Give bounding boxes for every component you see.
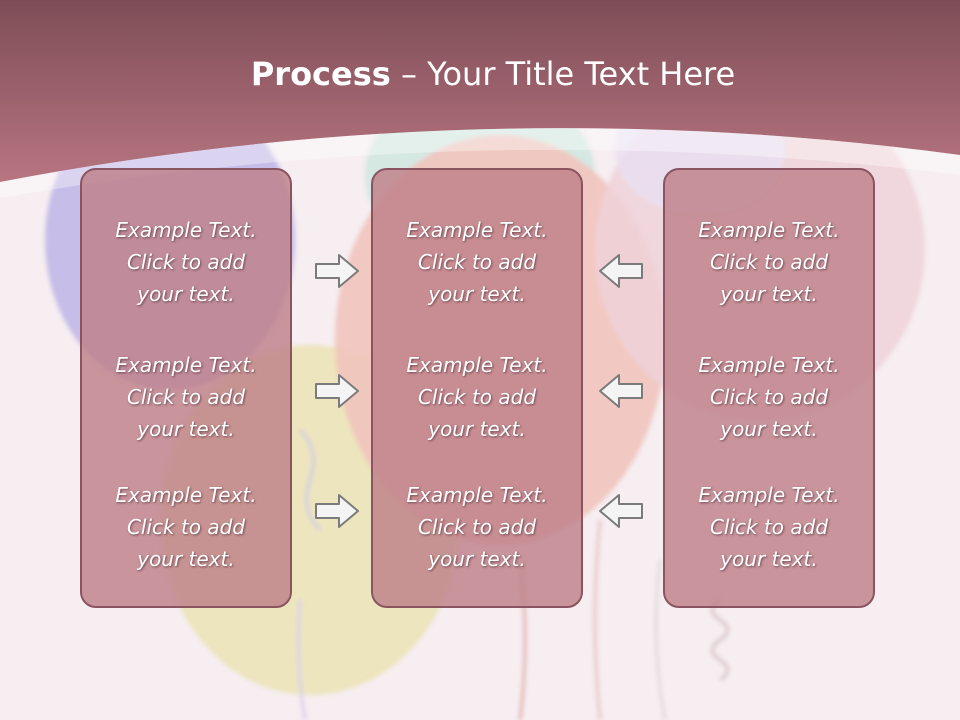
item-line: your text.	[720, 547, 818, 571]
item-line: Example Text.	[698, 483, 840, 507]
item-line: your text.	[428, 547, 526, 571]
item-line: Example Text.	[406, 483, 548, 507]
arrow-right-icon[interactable]	[313, 491, 361, 531]
item-line: Click to add	[417, 385, 537, 409]
item-line: your text.	[137, 547, 235, 571]
text-item[interactable]: Example Text. Click to add your text.	[82, 349, 290, 445]
item-line: Click to add	[126, 385, 246, 409]
text-item[interactable]: Example Text. Click to add your text.	[373, 479, 581, 575]
slide-title[interactable]: Process – Your Title Text Here	[0, 52, 960, 96]
item-line: Click to add	[709, 515, 829, 539]
header-band	[0, 0, 960, 182]
item-line: Click to add	[417, 250, 537, 274]
item-line: Example Text.	[115, 483, 257, 507]
text-item[interactable]: Example Text. Click to add your text.	[665, 349, 873, 445]
item-line: Click to add	[709, 250, 829, 274]
item-line: Example Text.	[115, 218, 257, 242]
text-item[interactable]: Example Text. Click to add your text.	[373, 349, 581, 445]
item-line: your text.	[720, 417, 818, 441]
text-item[interactable]: Example Text. Click to add your text.	[82, 479, 290, 575]
item-line: Example Text.	[115, 353, 257, 377]
item-line: your text.	[428, 417, 526, 441]
item-line: your text.	[137, 417, 235, 441]
item-line: your text.	[428, 282, 526, 306]
text-item[interactable]: Example Text. Click to add your text.	[665, 479, 873, 575]
process-column-3[interactable]: Example Text. Click to add your text. Ex…	[663, 168, 875, 608]
process-column-1[interactable]: Example Text. Click to add your text. Ex…	[80, 168, 292, 608]
item-line: Click to add	[709, 385, 829, 409]
item-line: your text.	[137, 282, 235, 306]
arrow-right-icon[interactable]	[313, 251, 361, 291]
text-item[interactable]: Example Text. Click to add your text.	[665, 214, 873, 310]
item-line: your text.	[720, 282, 818, 306]
item-line: Click to add	[126, 250, 246, 274]
title-bold: Process	[250, 55, 391, 93]
item-line: Example Text.	[698, 218, 840, 242]
item-line: Example Text.	[406, 353, 548, 377]
text-item[interactable]: Example Text. Click to add your text.	[82, 214, 290, 310]
header-swoosh	[0, 128, 960, 198]
arrow-left-icon[interactable]	[597, 491, 645, 531]
item-line: Example Text.	[698, 353, 840, 377]
arrow-left-icon[interactable]	[597, 371, 645, 411]
arrow-left-icon[interactable]	[597, 251, 645, 291]
process-column-2[interactable]: Example Text. Click to add your text. Ex…	[371, 168, 583, 608]
title-rest: – Your Title Text Here	[390, 55, 736, 93]
item-line: Example Text.	[406, 218, 548, 242]
item-line: Click to add	[126, 515, 246, 539]
arrow-right-icon[interactable]	[313, 371, 361, 411]
text-item[interactable]: Example Text. Click to add your text.	[373, 214, 581, 310]
item-line: Click to add	[417, 515, 537, 539]
